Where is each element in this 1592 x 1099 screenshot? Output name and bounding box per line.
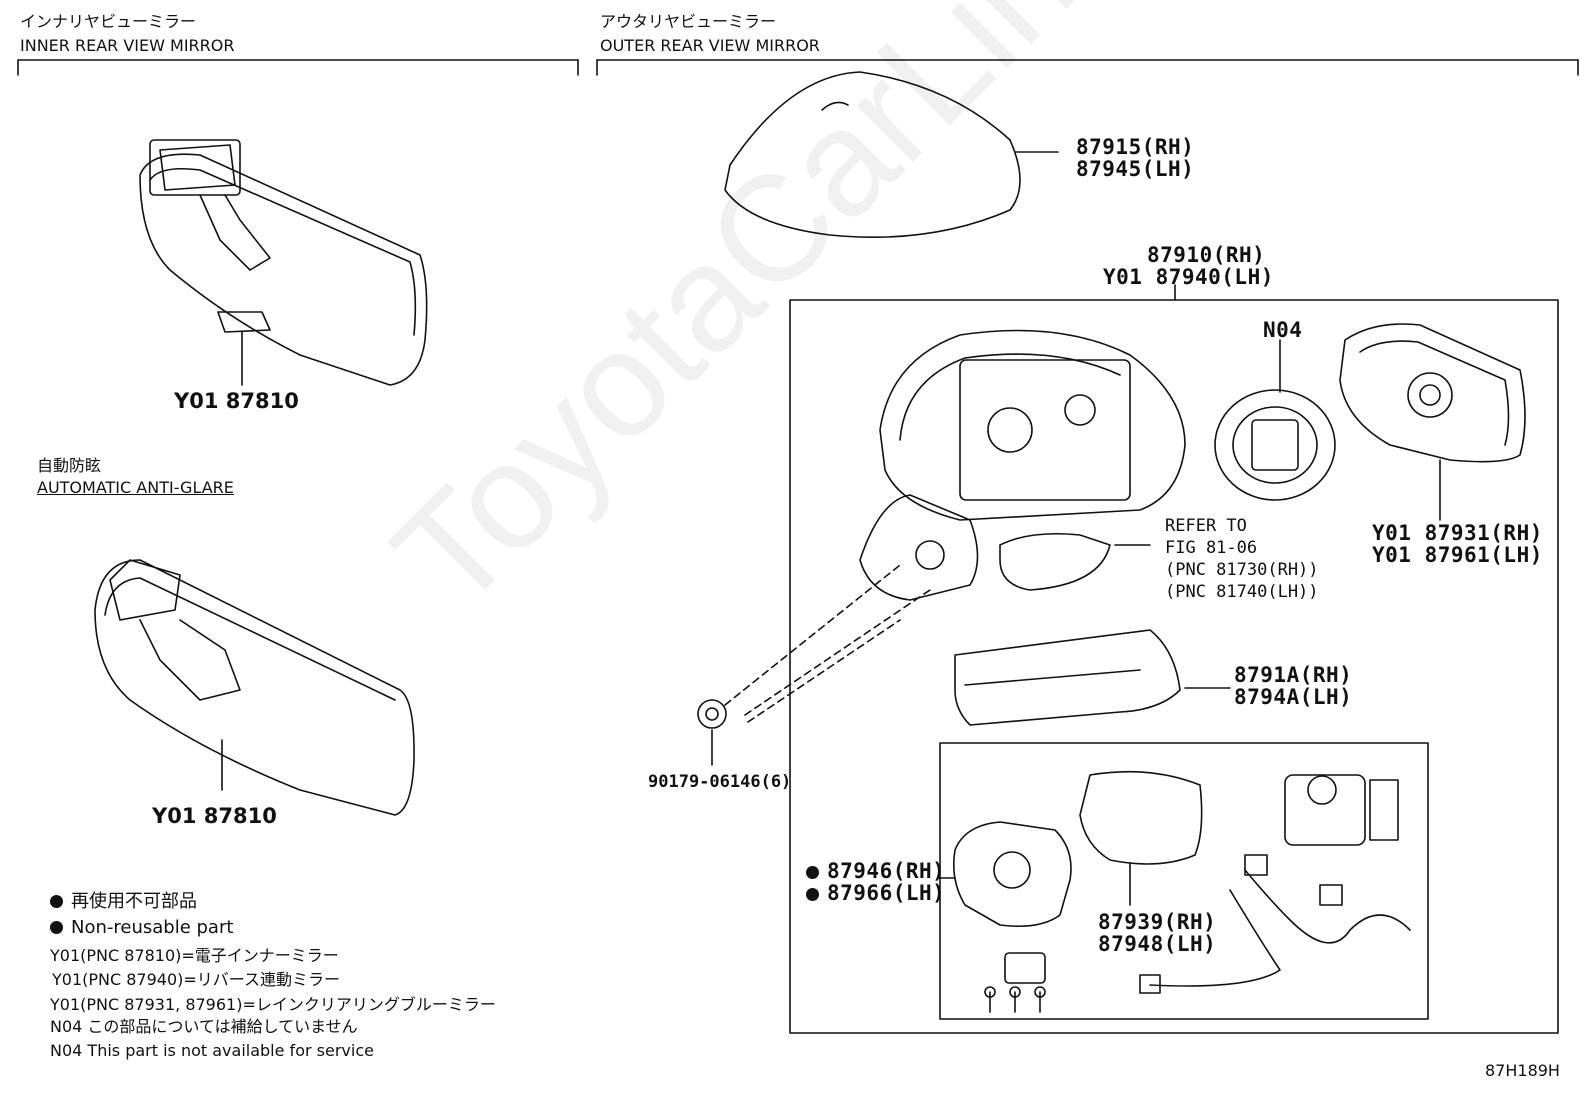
part-plate-lh[interactable]: 87966(LH) [806, 883, 945, 904]
part-cover-lh[interactable]: 87945(LH) [1076, 157, 1195, 181]
antiglare-mirror-drawing [94, 559, 415, 816]
note-line-4: N04 この部品については補給していません [50, 1017, 358, 1036]
non-reusable-dot-icon [50, 921, 63, 934]
part-mirror-rh[interactable]: Y01 87931(RH) [1372, 521, 1543, 545]
note-line-2: Y01(PNC 87940)=リバース連動ミラー [52, 970, 340, 989]
part-garnish-lh[interactable]: 8794A(LH) [1234, 685, 1353, 709]
actuator-drawing [1214, 339, 1336, 501]
part-n04[interactable]: N04 [1263, 318, 1303, 342]
part-cover-rh[interactable]: 87915(RH) [1076, 135, 1195, 159]
inner-section-title-jp: インナリヤビューミラー [20, 12, 197, 31]
part-mirror-lh[interactable]: Y01 87961(LH) [1372, 543, 1543, 567]
glass-drawing [1079, 770, 1203, 906]
part-plate-rh[interactable]: 87946(RH) [806, 861, 945, 882]
part-glass-lh[interactable]: 87948(LH) [1098, 932, 1217, 956]
wire-harness-drawing [1139, 854, 1411, 994]
connector-drawing [1004, 952, 1046, 984]
part-antiglare-mirror[interactable]: Y01 87810 [152, 804, 277, 828]
motor-drawing [1284, 774, 1399, 846]
part-assembly-rh[interactable]: 87910(RH) [1147, 243, 1266, 267]
part-garnish-rh[interactable]: 8791A(RH) [1234, 663, 1353, 687]
inner-mirror-drawing [139, 139, 428, 386]
outer-section-bracket [596, 59, 1579, 76]
outer-section-title-en: OUTER REAR VIEW MIRROR [600, 36, 820, 55]
clip-leader-lines [724, 564, 931, 723]
garnish-drawing [954, 629, 1231, 726]
note-line-1: Y01(PNC 87810)=電子インナーミラー [50, 946, 339, 965]
note-line-5: N04 This part is not available for servi… [50, 1041, 374, 1060]
inner-section-title-en: INNER REAR VIEW MIRROR [20, 36, 235, 55]
part-glass-rh[interactable]: 87939(RH) [1098, 910, 1217, 934]
part-clip[interactable]: 90179-06146(6) [648, 772, 792, 792]
non-reusable-dot-icon [806, 888, 819, 901]
outer-section-title-jp: アウタリヤビューミラー [600, 12, 777, 31]
screws-drawing [984, 986, 1046, 1013]
refer-line-1: REFER TO [1165, 516, 1247, 536]
mirror-cover-drawing [724, 71, 1059, 239]
non-reusable-dot-icon [806, 866, 819, 879]
turn-lamp-drawing [999, 533, 1111, 591]
figure-code: 87H189H [1485, 1061, 1560, 1080]
mirror-housing-drawing [859, 329, 1186, 601]
part-assembly-lh[interactable]: Y01 87940(LH) [1103, 265, 1274, 289]
legend-jp: 再使用不可部品 [50, 893, 197, 911]
mounting-plate-drawing [937, 821, 1072, 928]
non-reusable-dot-icon [50, 895, 63, 908]
inner-section-bracket [17, 59, 579, 76]
antiglare-title-jp: 自動防眩 [37, 456, 102, 475]
legend-en: Non-reusable part [50, 919, 233, 937]
antiglare-title-en: AUTOMATIC ANTI-GLARE [37, 478, 234, 497]
refer-line-3: (PNC 81730(RH)) [1165, 560, 1319, 580]
refer-line-4: (PNC 81740(LH)) [1165, 582, 1319, 602]
mirror-glass-drawing [1339, 323, 1526, 521]
component-box [939, 742, 1429, 1020]
refer-line-2: FIG 81-06 [1165, 538, 1258, 558]
part-inner-mirror[interactable]: Y01 87810 [174, 389, 299, 413]
assembly-box [789, 299, 1559, 1034]
clip-drawing [697, 699, 727, 766]
note-line-3: Y01(PNC 87931, 87961)=レインクリアリングブルーミラー [50, 995, 496, 1014]
